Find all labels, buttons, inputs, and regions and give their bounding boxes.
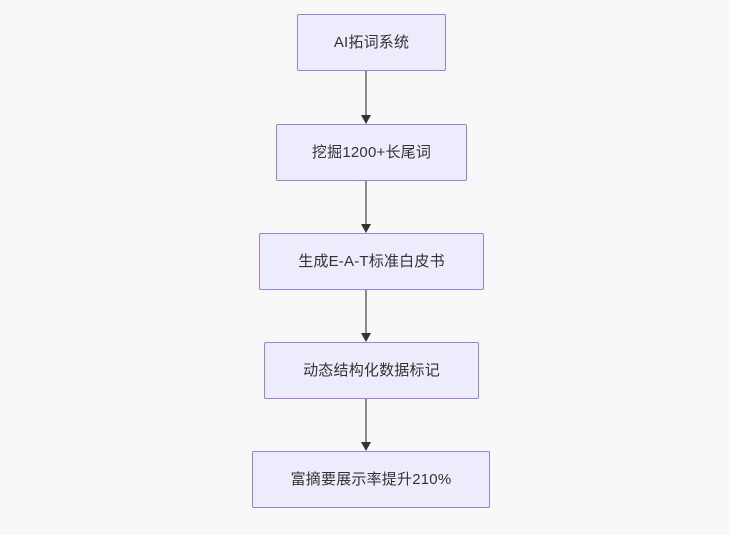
flow-node-mine-longtail-keywords[interactable]: 挖掘1200+长尾词 — [276, 124, 467, 181]
edge-node2-node3 — [361, 180, 371, 233]
flow-node-label: AI拓词系统 — [333, 33, 410, 51]
flow-node-label: 生成E-A-T标准白皮书 — [298, 252, 445, 270]
flow-node-rich-snippet-rate-increase[interactable]: 富摘要展示率提升210% — [252, 451, 490, 508]
flow-node-ai-keyword-system[interactable]: AI拓词系统 — [297, 14, 446, 71]
flow-node-generate-eat-whitepaper[interactable]: 生成E-A-T标准白皮书 — [259, 233, 484, 290]
edge-node1-node2 — [361, 70, 371, 124]
flow-node-label: 挖掘1200+长尾词 — [311, 143, 432, 161]
edge-node3-node4 — [361, 289, 371, 342]
flow-node-dynamic-structured-data-markup[interactable]: 动态结构化数据标记 — [264, 342, 479, 399]
flow-node-label: 动态结构化数据标记 — [303, 361, 440, 379]
edge-node4-node5 — [361, 398, 371, 451]
flow-node-label: 富摘要展示率提升210% — [290, 470, 452, 488]
